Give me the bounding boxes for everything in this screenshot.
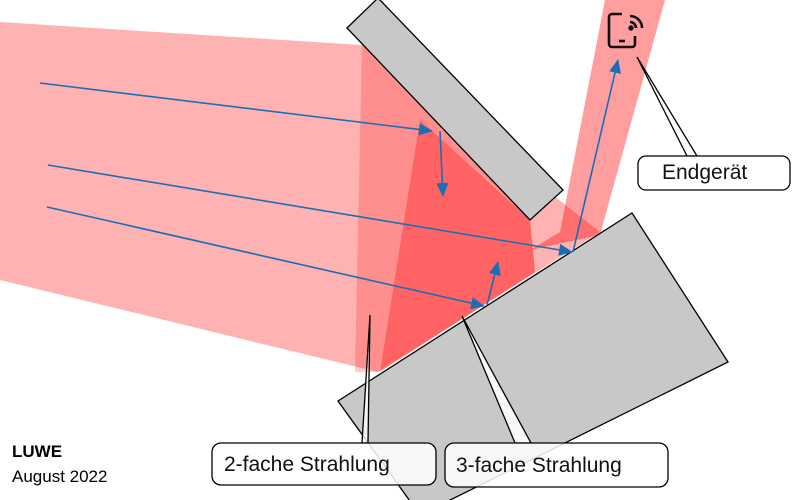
label-device: Endgerät — [662, 161, 748, 184]
credit-author: LUWE — [12, 442, 63, 461]
ray-3-reflect — [486, 261, 501, 306]
ray-2-reflect — [572, 59, 621, 253]
callout-device — [636, 56, 791, 191]
triple-beam-region — [380, 120, 535, 372]
ray-2 — [47, 164, 573, 256]
label-triple-radiation: 3-fache Strahlung — [456, 454, 622, 477]
credit-date: August 2022 — [12, 467, 108, 486]
upper-reflector — [346, 0, 564, 221]
ray-1-reflect — [436, 130, 449, 197]
incoming-beam — [0, 22, 600, 372]
ray-arrows — [39, 59, 621, 309]
callout-double — [211, 314, 437, 486]
reflected-beam-up — [530, 0, 665, 250]
ray-3 — [46, 206, 485, 309]
ray-1 — [39, 82, 433, 136]
label-double-radiation: 2-fache Strahlung — [224, 453, 390, 476]
smartphone-wifi-icon — [607, 12, 644, 49]
callout-triple — [444, 315, 669, 488]
